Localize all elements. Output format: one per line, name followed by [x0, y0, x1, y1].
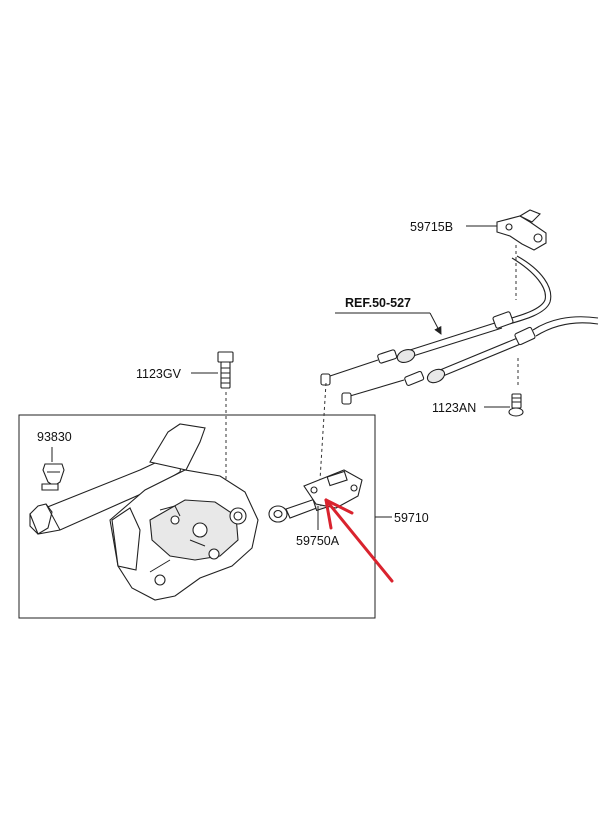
label-ref: REF.50-527 [345, 296, 411, 310]
label-1123gv: 1123GV [136, 367, 182, 381]
parking-brake-lever [29, 423, 259, 601]
label-59710: 59710 [394, 511, 429, 525]
rear-cables [320, 255, 599, 405]
clip-93830 [41, 463, 65, 491]
bolt-1123an [508, 393, 524, 417]
label-93830: 93830 [37, 430, 72, 444]
bracket-59715b [496, 209, 547, 251]
red-arrow-icon [324, 498, 394, 583]
equalizer-59750a [268, 469, 363, 523]
bolt-1123gv [217, 351, 234, 389]
label-59750a: 59750A [296, 534, 340, 548]
label-59715b: 59715B [410, 220, 453, 234]
label-1123an: 1123AN [432, 401, 476, 415]
